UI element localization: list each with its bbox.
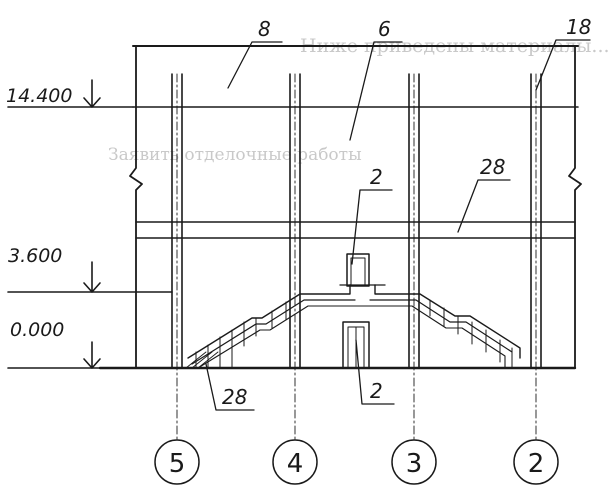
ghost-text-2: Заявить отделочные работы	[108, 145, 362, 165]
callout-stair-door: 2	[370, 165, 383, 189]
callout-wall: 6	[378, 17, 391, 41]
leader-entry-door	[355, 339, 395, 405]
doors	[342, 253, 370, 369]
floor-beam	[135, 221, 576, 239]
leader-floor-beam	[457, 179, 511, 233]
stair-right-rail-1	[374, 284, 521, 359]
elevation-arrow-ground	[83, 341, 101, 369]
stair-left-rail-1	[187, 284, 351, 359]
leader-stair	[205, 363, 255, 411]
axis-bubbles: 5 4 3 2	[154, 439, 559, 485]
axis-label-4: 4	[287, 449, 304, 479]
axis-bubble-4	[272, 439, 318, 485]
leader-roof	[227, 41, 283, 89]
building-frame	[98, 45, 582, 370]
upper-door	[346, 253, 370, 287]
callout-column: 18	[566, 15, 591, 39]
leader-stair-door	[351, 189, 393, 265]
axis-label-2: 2	[528, 449, 545, 479]
axis-bubble-3	[391, 439, 437, 485]
axis-bubble-2	[513, 439, 559, 485]
elevation-ground-label: 0.000	[10, 319, 64, 341]
stair-right-posts	[429, 299, 513, 369]
callout-floor-beam: 28	[480, 155, 505, 179]
stair-left-rail-3	[197, 305, 371, 369]
axis-bubble-5	[154, 439, 200, 485]
column-axis-2	[530, 73, 542, 369]
callout-stair: 28	[222, 385, 247, 409]
left-wall	[129, 45, 143, 369]
callout-entry-door: 2	[370, 379, 383, 403]
elevation-top-label: 14.400	[6, 85, 72, 107]
entry-door-leaves	[347, 326, 365, 369]
stair-left-rail-2	[191, 299, 356, 365]
elevation-marks: 14.400 3.600 0.000	[6, 79, 173, 369]
staircase	[185, 284, 521, 369]
axis-label-5: 5	[169, 449, 186, 479]
stair-right-rail-3	[369, 305, 506, 369]
column-axis-5	[171, 73, 183, 369]
stair-hatching	[185, 351, 219, 369]
column-axis-4	[289, 73, 301, 369]
axis-label-3: 3	[406, 449, 423, 479]
upper-door-frame	[350, 257, 366, 287]
columns	[171, 73, 542, 441]
column-axis-3	[408, 73, 420, 369]
stair-right-rail-2	[369, 299, 513, 353]
right-wall	[568, 45, 582, 369]
elevation-arrow-middle	[83, 261, 101, 293]
elevation-arrow-top	[83, 79, 101, 108]
elevation-middle-label: 3.600	[8, 245, 62, 267]
leader-column	[535, 39, 591, 91]
leader-wall	[349, 41, 403, 141]
callouts: 8 6 18 28 2 2 28	[205, 15, 591, 411]
callout-roof: 8	[258, 17, 271, 41]
